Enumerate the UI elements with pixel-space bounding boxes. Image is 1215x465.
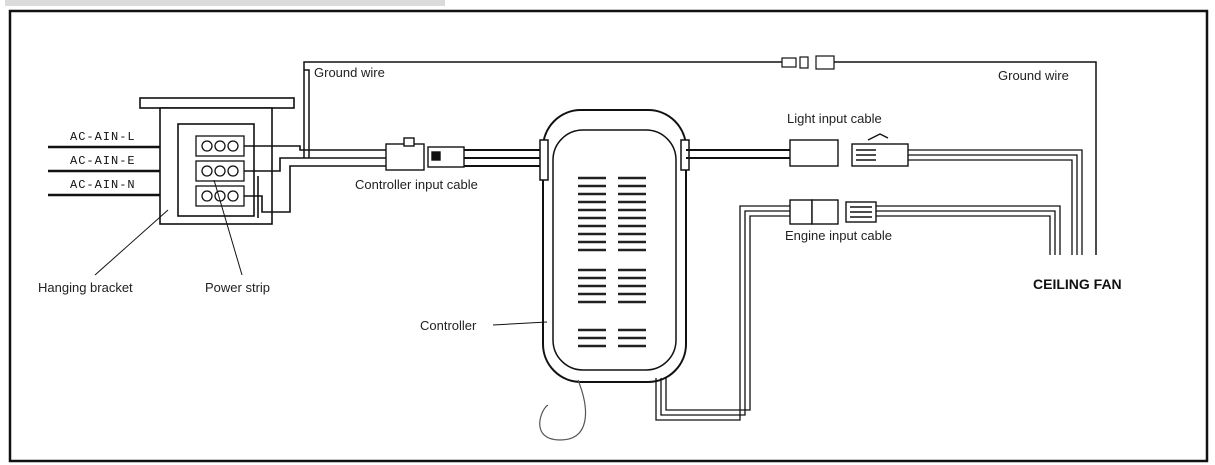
controller-body bbox=[539, 109, 690, 383]
ac-ain-l-label: AC-AIN-L bbox=[70, 130, 136, 144]
ground-wire-label-left: Ground wire bbox=[314, 65, 385, 80]
controller-input-connector bbox=[385, 137, 465, 171]
controller-input-cable-label: Controller input cable bbox=[355, 177, 478, 192]
power-strip bbox=[195, 135, 245, 207]
engine-cable bbox=[655, 205, 1061, 421]
engine-input-cable-label: Engine input cable bbox=[785, 228, 892, 243]
ac-ain-e-label: AC-AIN-E bbox=[70, 154, 136, 168]
ac-ain-n-label: AC-AIN-N bbox=[70, 178, 136, 192]
light-input-connector bbox=[789, 133, 909, 167]
ground-wire-label-right: Ground wire bbox=[998, 68, 1069, 83]
light-cable-right bbox=[908, 149, 1083, 255]
antenna-wire bbox=[539, 379, 587, 441]
ground-wire-connector bbox=[781, 55, 860, 70]
ground-wire bbox=[303, 61, 1097, 255]
engine-input-connector bbox=[789, 199, 877, 225]
light-cable-left bbox=[686, 149, 790, 159]
hanging-bracket-label: Hanging bracket bbox=[38, 280, 133, 295]
strip-output-wires bbox=[244, 145, 386, 218]
ceiling-fan-label: CEILING FAN bbox=[1033, 276, 1122, 292]
power-strip-label: Power strip bbox=[205, 280, 270, 295]
leader-lines bbox=[94, 179, 548, 326]
controller-label: Controller bbox=[420, 318, 477, 333]
controller-input-cable bbox=[464, 149, 545, 167]
vent-grille bbox=[578, 176, 646, 348]
faded-heading bbox=[5, 0, 445, 6]
light-input-cable-label: Light input cable bbox=[787, 111, 882, 126]
